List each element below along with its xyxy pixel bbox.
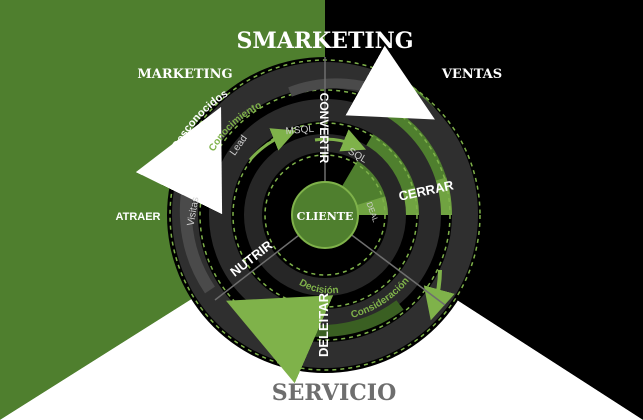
- stage-convertir: CONVERTIR: [317, 93, 331, 164]
- flow-arrow-bottom: [226, 295, 404, 384]
- flow-arrow-right: [423, 269, 455, 321]
- flow-arrow-left: [135, 106, 223, 294]
- dashed-guide-2: [199, 89, 451, 341]
- marketing-label: MARKETING: [137, 67, 232, 82]
- flow-arrow-top: [288, 45, 435, 120]
- center-circle: [291, 181, 359, 249]
- step-visitas: Visitas: [186, 196, 202, 227]
- servicio-label: SERVICIO: [272, 380, 396, 406]
- flow-arrow-msql: [314, 129, 367, 152]
- ventas-label: VENTAS: [441, 67, 502, 82]
- stage-deleitar: DELEITAR: [316, 292, 331, 357]
- step-msql: MSQL: [285, 124, 315, 137]
- center-label: CLIENTE: [297, 210, 354, 223]
- diagram-title: SMARKETING: [236, 28, 413, 54]
- flow-arrow-inner: [248, 128, 297, 161]
- stage-atraer: ATRAER: [115, 211, 160, 223]
